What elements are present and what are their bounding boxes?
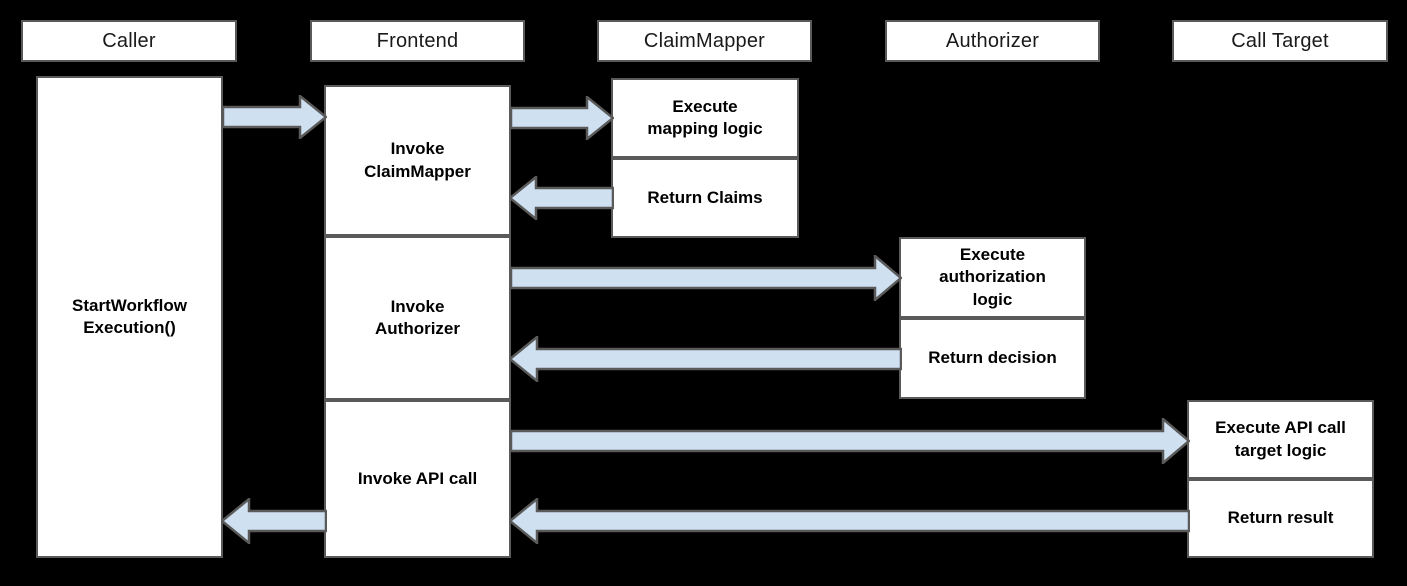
step-box-text: Return Claims <box>621 187 789 209</box>
arrow-caller-to-frontend <box>222 95 327 139</box>
lane-header-frontend: Frontend <box>310 20 525 62</box>
step-box-line1: Execute API call <box>1215 418 1346 438</box>
step-box-execute-authorization-logic: Execute authorization logic <box>899 237 1086 318</box>
step-box-return-decision: Return decision <box>899 318 1086 399</box>
step-box-line2: mapping logic <box>647 119 763 138</box>
step-box-invoke-api-call: Invoke API call <box>324 400 511 558</box>
step-box-line3: logic <box>972 289 1013 309</box>
lane-header-caller: Caller <box>21 20 237 62</box>
arrow-frontend-to-calltarget <box>510 418 1190 464</box>
arrow-claimmapper-to-frontend <box>509 176 614 220</box>
step-box-return-result: Return result <box>1187 479 1374 558</box>
step-box-line1: Invoke API call <box>357 468 478 488</box>
lane-header-calltarget: Call Target <box>1172 20 1388 62</box>
step-box-text: Return result <box>1197 507 1364 529</box>
arrow-frontend-to-caller <box>221 498 327 544</box>
step-box-text: Execute authorization logic <box>909 244 1076 311</box>
step-box-line2: ClaimMapper <box>364 161 471 181</box>
step-box-invoke-claimmapper: Invoke ClaimMapper <box>324 85 511 236</box>
step-box-invoke-authorizer: Invoke Authorizer <box>324 236 511 400</box>
step-box-line2: Authorizer <box>375 319 460 338</box>
step-box-line2: Execution() <box>83 318 176 337</box>
lane-header-label: Call Target <box>1231 29 1329 52</box>
step-box-line2: target logic <box>1234 440 1327 460</box>
step-box-return-claims: Return Claims <box>611 158 799 238</box>
step-box-line1: Invoke <box>390 139 445 159</box>
step-box-execute-mapping-logic: Execute mapping logic <box>611 78 799 158</box>
arrow-frontend-to-claimmapper <box>510 96 614 140</box>
step-box-text: Execute mapping logic <box>621 96 789 141</box>
lane-header-label: Caller <box>102 29 156 52</box>
lane-header-claimmapper: ClaimMapper <box>597 20 812 62</box>
step-box-line2: authorization <box>939 267 1046 287</box>
step-box-text: StartWorkflow Execution() <box>46 295 213 340</box>
step-box-line1: Return Claims <box>647 187 763 207</box>
lane-header-label: Frontend <box>376 29 459 52</box>
step-box-start-workflow: StartWorkflow Execution() <box>36 76 223 558</box>
step-box-line1: Return decision <box>928 348 1057 368</box>
lane-header-authorizer: Authorizer <box>885 20 1100 62</box>
arrow-calltarget-to-frontend <box>509 498 1190 544</box>
arrow-frontend-to-authorizer <box>510 255 902 301</box>
step-box-line1: StartWorkflow <box>72 295 187 315</box>
step-box-text: Invoke Authorizer <box>334 296 501 341</box>
step-box-execute-api-call-target-logic: Execute API call target logic <box>1187 400 1374 479</box>
step-box-text: Invoke ClaimMapper <box>334 138 501 183</box>
arrow-authorizer-to-frontend <box>509 336 902 382</box>
step-box-line1: Execute <box>959 244 1026 264</box>
step-box-text: Execute API call target logic <box>1197 417 1364 462</box>
lane-header-label: ClaimMapper <box>643 29 766 52</box>
step-box-line1: Return result <box>1227 508 1334 528</box>
step-box-text: Invoke API call <box>334 468 501 490</box>
step-box-text: Return decision <box>909 347 1076 369</box>
lane-header-label: Authorizer <box>945 29 1040 52</box>
step-box-line1: Execute <box>672 96 738 116</box>
step-box-line1: Invoke <box>390 296 445 316</box>
